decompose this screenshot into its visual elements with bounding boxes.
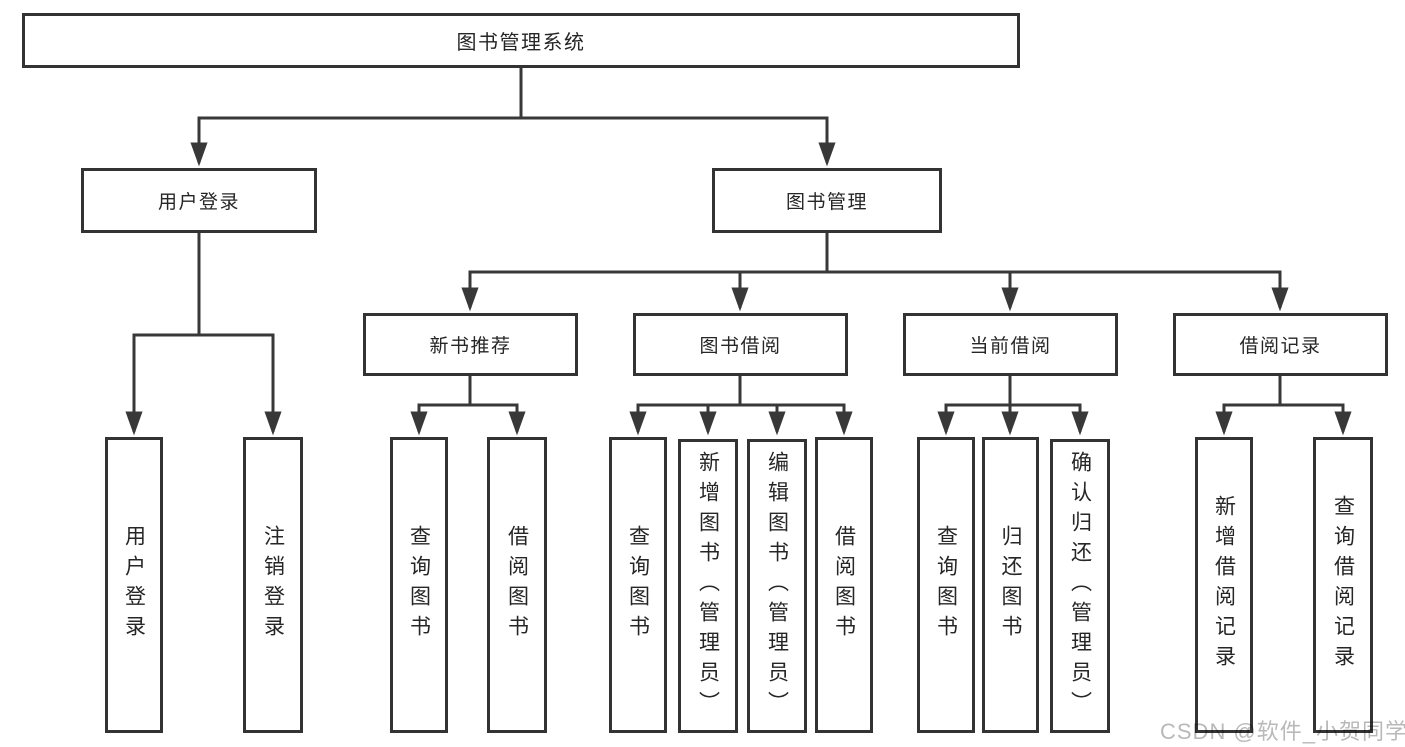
node-label: 图书借阅 xyxy=(699,336,782,357)
node-current-borrowing: 当前借阅 xyxy=(903,313,1118,376)
node-cb-return-books: 归还图书 xyxy=(982,437,1039,733)
node-cb-confirm-return-admin: 确认归还（管理员） xyxy=(1050,439,1110,733)
node-label: 新增借阅记录 xyxy=(1212,495,1236,675)
node-label: 查询图书 xyxy=(407,525,431,645)
node-label: 借阅图书 xyxy=(832,525,856,645)
node-label: 查询图书 xyxy=(934,525,958,645)
node-rec-query-books: 查询图书 xyxy=(390,437,448,733)
node-br-add-record: 新增借阅记录 xyxy=(1195,437,1253,733)
node-label: 编辑图书（管理员） xyxy=(765,451,789,721)
node-label: 新增图书（管理员） xyxy=(696,451,720,721)
node-cb-query-books: 查询图书 xyxy=(917,437,975,733)
node-bb-add-books-admin: 新增图书（管理员） xyxy=(678,439,738,733)
edge-user-login-trunk xyxy=(132,233,275,337)
edge-borrowing-records-trunk xyxy=(1222,376,1345,407)
node-bb-borrow-books: 借阅图书 xyxy=(815,437,873,733)
edge-book-borrowing-trunk xyxy=(636,376,846,407)
node-label: 归还图书 xyxy=(999,525,1022,645)
node-label: 查询图书 xyxy=(626,525,650,645)
node-user-login-leaf: 用户登录 xyxy=(105,437,163,733)
node-rec-borrow-books: 借阅图书 xyxy=(487,437,547,733)
node-logout-leaf: 注销登录 xyxy=(243,437,303,733)
edge-book-management-trunk xyxy=(468,233,1282,274)
edge-root-trunk xyxy=(197,68,829,120)
node-book-borrowing: 图书借阅 xyxy=(633,313,848,376)
node-label: 确认归还（管理员） xyxy=(1068,451,1092,721)
node-label: 借阅图书 xyxy=(505,525,529,645)
node-user-login: 用户登录 xyxy=(81,168,317,233)
node-bb-edit-books-admin: 编辑图书（管理员） xyxy=(747,439,807,733)
node-bb-query-books: 查询图书 xyxy=(609,437,667,733)
node-borrowing-records: 借阅记录 xyxy=(1173,313,1388,376)
node-new-book-recommend: 新书推荐 xyxy=(363,313,578,376)
node-label: 用户登录 xyxy=(122,525,146,645)
node-library-system: 图书管理系统 xyxy=(22,13,1020,68)
node-label: 当前借阅 xyxy=(969,336,1052,357)
node-label: 图书管理系统 xyxy=(456,32,586,54)
node-book-management: 图书管理 xyxy=(712,168,942,233)
csdn-watermark: CSDN @软件_小贺同学 xyxy=(1160,719,1405,744)
edge-current-borrowing-trunk xyxy=(944,376,1082,407)
node-label: 借阅记录 xyxy=(1239,336,1322,357)
node-label: 用户登录 xyxy=(157,192,240,213)
node-label: 注销登录 xyxy=(261,525,285,645)
node-label: 新书推荐 xyxy=(429,336,512,357)
edge-new-book-trunk xyxy=(417,376,519,407)
node-br-query-record: 查询借阅记录 xyxy=(1313,437,1373,733)
node-label: 查询借阅记录 xyxy=(1331,495,1355,675)
node-label: 图书管理 xyxy=(785,192,868,213)
